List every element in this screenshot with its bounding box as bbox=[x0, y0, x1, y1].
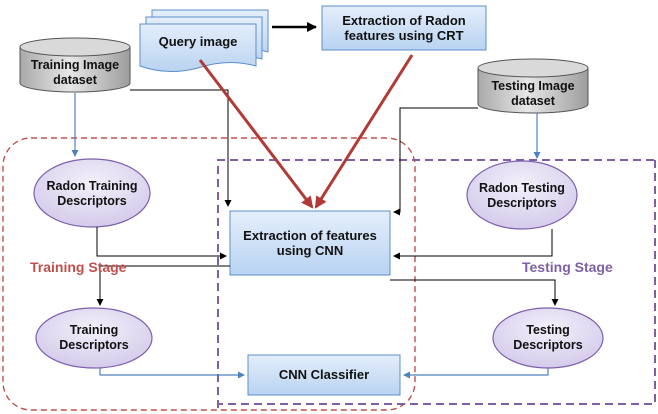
radon-extraction-box-shape bbox=[321, 5, 487, 51]
radon-training-label: Radon Training Descriptors bbox=[46, 179, 138, 208]
cnn-to-training-descriptors-arrow bbox=[96, 265, 230, 306]
radon-training-ellipse bbox=[33, 158, 151, 228]
testing-descriptors-to-classifier-arrow bbox=[403, 368, 549, 379]
testing-dataset-to-cnn-arrow bbox=[393, 107, 478, 216]
query-image-stack bbox=[139, 9, 269, 72]
query-to-cnn-red-arrow bbox=[198, 59, 314, 209]
radon-extraction-label: Extraction of Radon features using CRT bbox=[342, 12, 466, 43]
cnn-classifier-box-shape bbox=[247, 354, 401, 396]
cnn-classifier-label: CNN Classifier bbox=[278, 367, 370, 383]
testing-stage-label: Testing Stage bbox=[522, 259, 613, 275]
training-descriptors-ellipse bbox=[35, 307, 153, 369]
radon-to-cnn-red-arrow bbox=[314, 54, 414, 209]
cnn-extraction-box-shape bbox=[229, 210, 391, 276]
radon-testing-ellipse bbox=[466, 160, 578, 230]
testing-dataset-label: Testing Image dataset bbox=[491, 79, 575, 108]
training-dataset-to-cnn-arrow bbox=[130, 89, 232, 207]
training-stage-label: Training Stage bbox=[30, 259, 127, 275]
radon-training-to-cnn-arrow bbox=[96, 227, 227, 260]
training-descriptors-to-classifier-arrow bbox=[99, 368, 245, 379]
testing-dataset-cylinder bbox=[477, 58, 589, 114]
training-dataset-label: Training Image dataset bbox=[30, 58, 120, 87]
cnn-extraction-label: Extraction of features using CNN bbox=[243, 227, 377, 258]
query-image-label: Query image bbox=[158, 34, 238, 50]
testing-stage-region bbox=[217, 159, 656, 408]
radon-testing-to-cnn-arrow bbox=[393, 229, 553, 260]
radon-testing-label: Radon Testing Descriptors bbox=[479, 181, 565, 210]
testing-descriptors-label: Testing Descriptors bbox=[513, 323, 583, 352]
cnn-to-testing-descriptors-arrow bbox=[390, 279, 559, 306]
training-dataset-cylinder bbox=[19, 37, 131, 93]
training-descriptors-label: Training Descriptors bbox=[59, 323, 129, 352]
